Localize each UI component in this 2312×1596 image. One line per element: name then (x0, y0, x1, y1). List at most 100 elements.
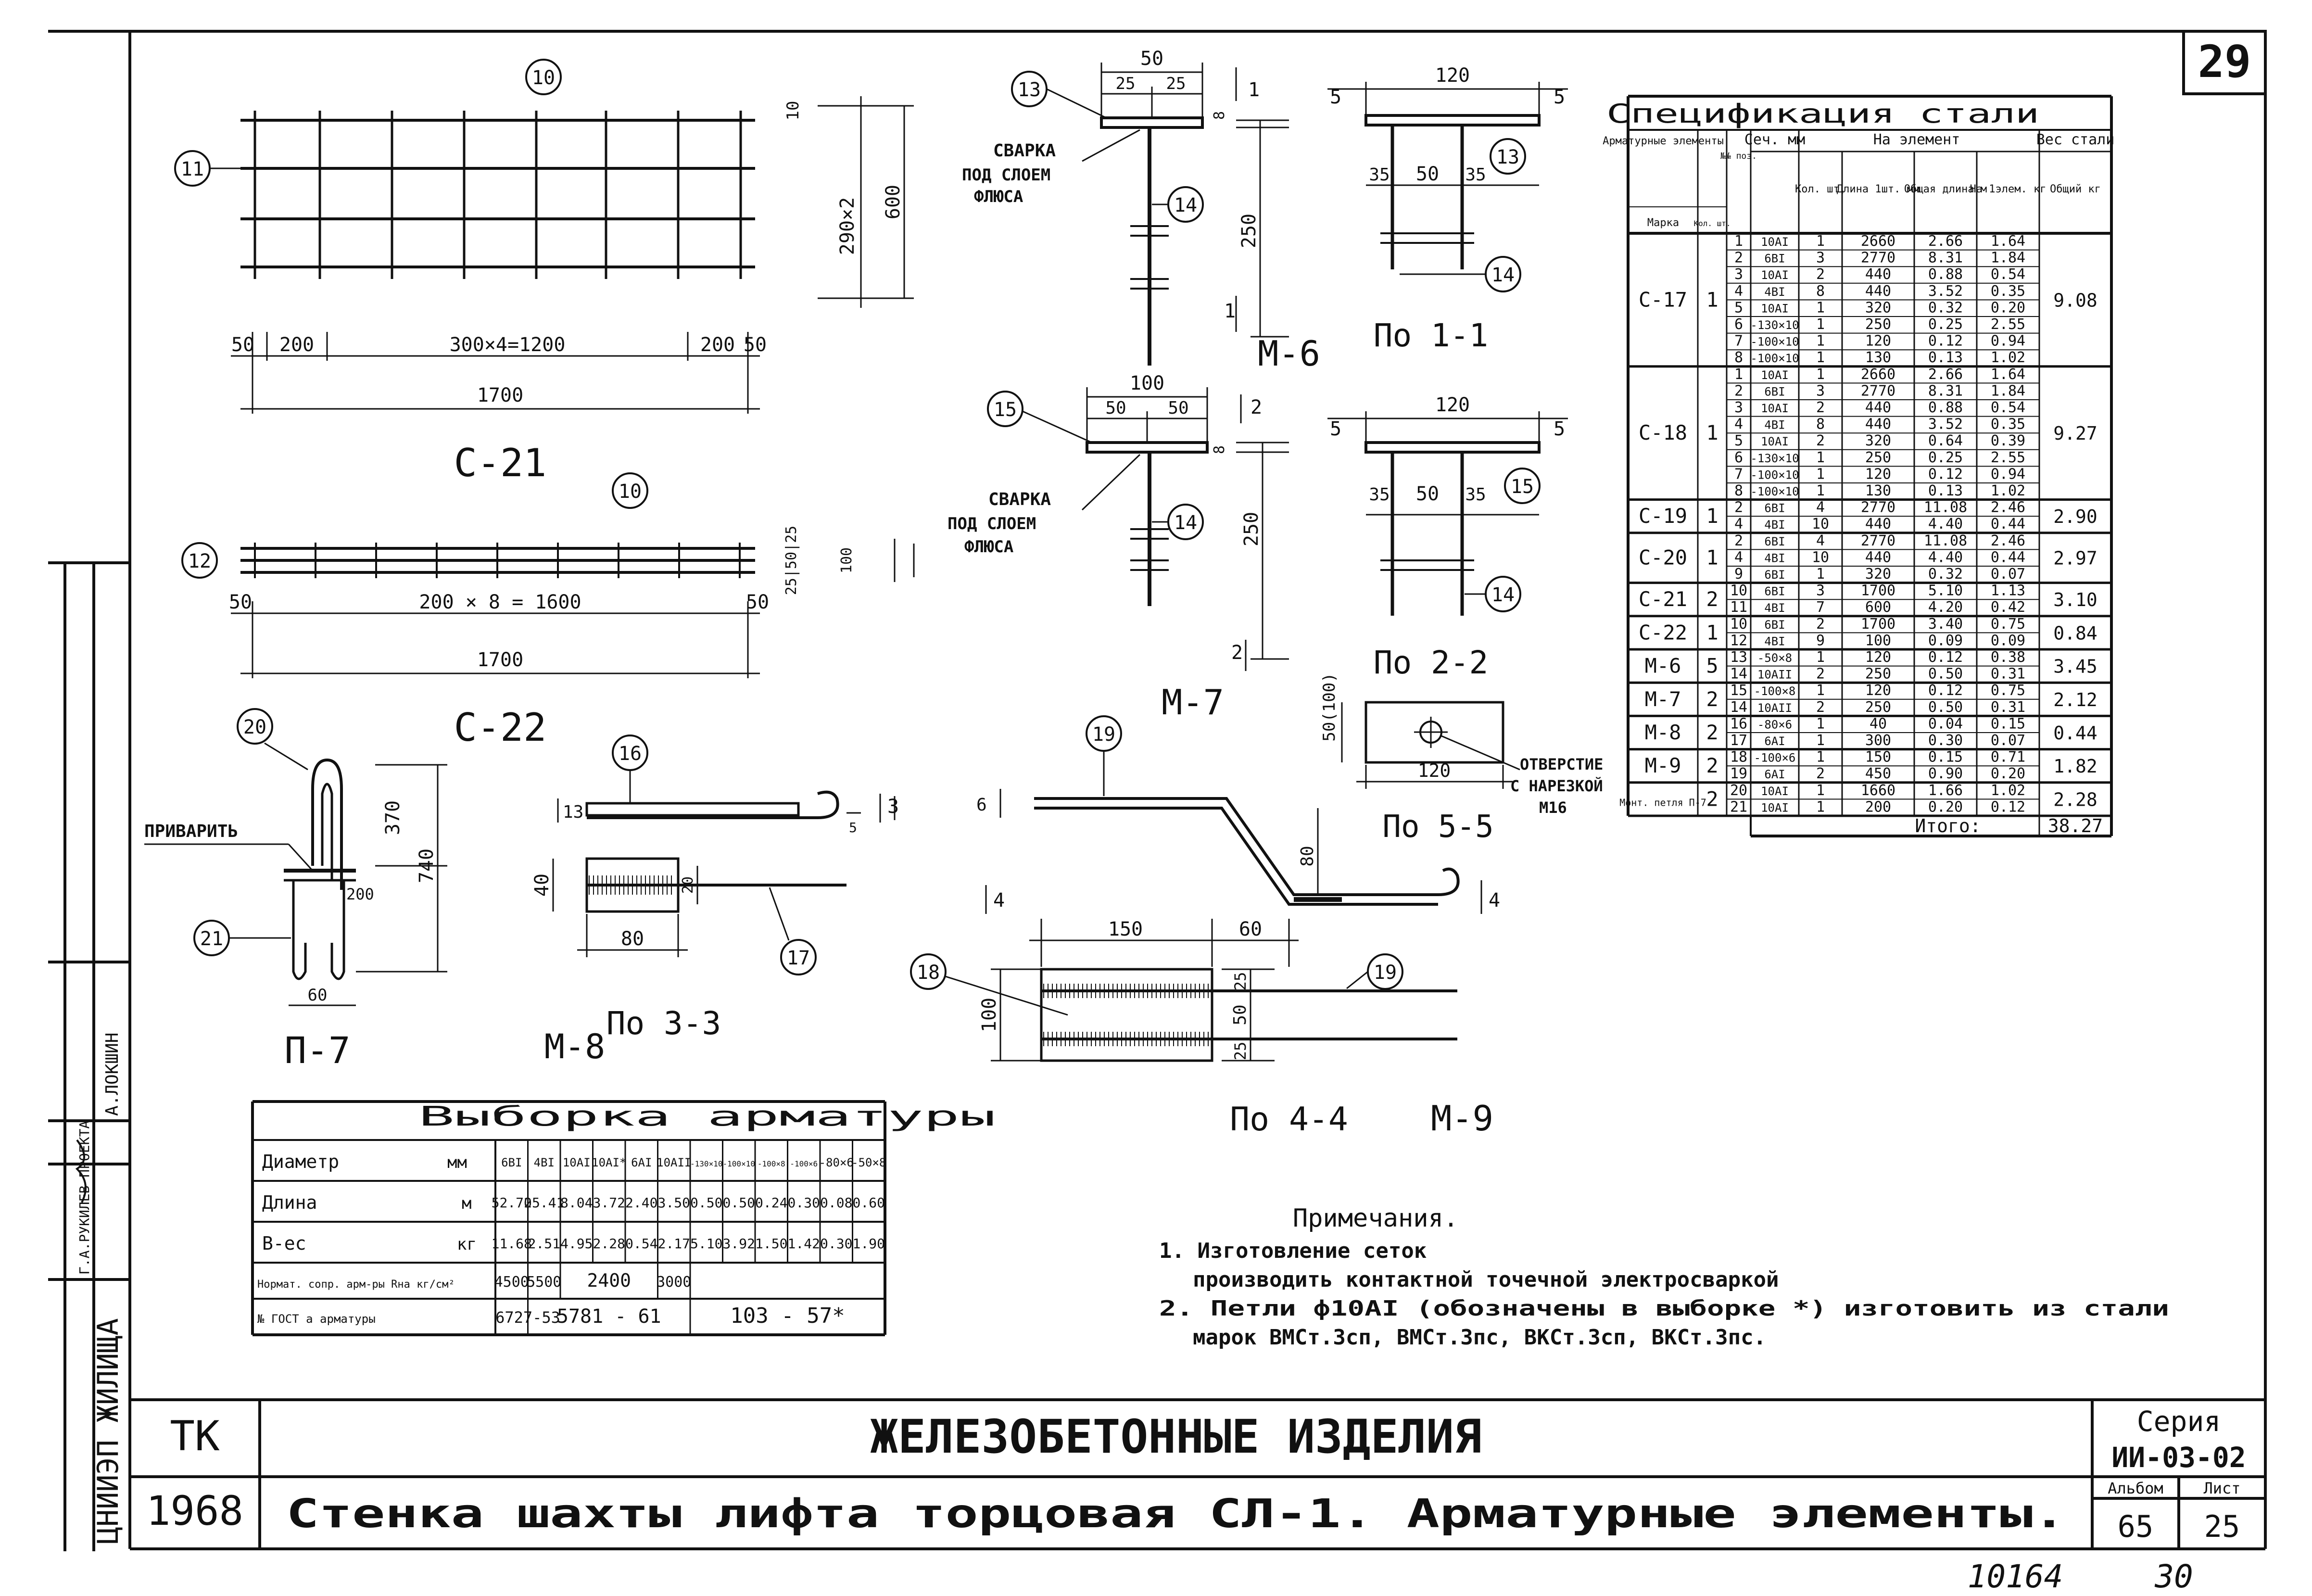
spec-total-length: 4.20 (1928, 599, 1963, 616)
spec-total-length: 0.32 (1928, 299, 1963, 316)
spec-qty: 5 (1706, 654, 1718, 678)
spec-count: 1 (1816, 682, 1825, 699)
spec-count: 1 (1816, 366, 1825, 383)
spec-weight: 1.64 (1991, 366, 2025, 383)
sel-diameter: 6AI (631, 1156, 652, 1169)
m9-dim-50: 50 (1230, 1004, 1250, 1025)
m7-sec-bottom: 2 (1231, 642, 1243, 664)
spec-count: 1 (1816, 566, 1825, 583)
spec-pos: 7 (1734, 333, 1743, 350)
m9-dim-100: 100 (978, 998, 1000, 1032)
s11-mark-plate: 13 (1496, 146, 1519, 168)
spec-pos: 18 (1730, 749, 1747, 766)
spec-h-elements: Арматурные элементы (1603, 135, 1724, 147)
m7-mark-plate: 15 (994, 399, 1017, 421)
p7-note: ПРИВАРИТЬ (144, 822, 238, 841)
spec-group-total: 2.97 (2053, 548, 2097, 569)
spec-mark: С-17 (1639, 288, 1687, 311)
s11-sec-right: 5 (1554, 86, 1565, 108)
spec-section: 10AI (1761, 368, 1789, 382)
s22-dim-50: 50 (1416, 483, 1439, 505)
spec-count: 1 (1816, 299, 1825, 316)
drawing-c21: 10 11 50 200 300×4=1200 200 50 1700 290×… (174, 59, 914, 485)
spec-length: 250 (1865, 666, 1891, 683)
spec-total-length: 3.40 (1928, 616, 1963, 633)
sel-length: 3.50 (658, 1195, 690, 1211)
m9-dim-25a: 25 (1231, 972, 1250, 991)
spec-group-total: 2.90 (2053, 506, 2097, 527)
spec-section: 10AI (1761, 402, 1789, 415)
list-label: Лист (2203, 1479, 2240, 1497)
title-main: ЖЕЛЕЗОБЕТОННЫЕ ИЗДЕЛИЯ (870, 1410, 1482, 1464)
spec-total-label: Итого: (1915, 815, 1981, 836)
m6-dim-8: 8 (1211, 111, 1228, 120)
s11-sec-left: 5 (1330, 86, 1341, 108)
stamp-number: 10164 (1968, 1558, 2063, 1595)
stamp-page: 30 (2154, 1558, 2193, 1595)
spec-h-weight: Вес стали (2036, 131, 2115, 148)
album-label: Альбом (2108, 1479, 2163, 1497)
spec-total-length: 0.30 (1928, 732, 1963, 749)
spec-weight: 1.64 (1991, 233, 2025, 250)
s55-name: По 5-5 (1382, 809, 1493, 845)
m8-sec: 3 (887, 796, 899, 818)
spec-length: 440 (1865, 549, 1891, 566)
sel-length: 0.50 (723, 1195, 755, 1211)
spec-length: 200 (1865, 798, 1891, 815)
sel-weight: 11.68 (492, 1236, 532, 1252)
spec-pos: 2 (1734, 250, 1743, 266)
sel-gost: 5781 - 61 (557, 1305, 661, 1328)
spec-length: 40 (1870, 715, 1887, 732)
sel-weight: 1.90 (853, 1236, 885, 1252)
spec-length: 2770 (1861, 250, 1895, 266)
title-year: 1968 (146, 1487, 243, 1534)
spec-section: 10AI (1761, 235, 1789, 249)
spec-qty: 2 (1706, 754, 1718, 777)
c21-mark-long: 10 (532, 67, 555, 89)
m7-dim-100: 100 (1130, 372, 1164, 394)
spec-qty: 2 (1706, 787, 1718, 811)
sheet-number: 29 (2198, 36, 2251, 88)
m8-dim-5: 5 (849, 820, 857, 836)
spec-pos: 12 (1730, 632, 1747, 649)
s55-dim-120: 120 (1418, 760, 1451, 781)
s22-dim-120: 120 (1435, 394, 1470, 416)
m9-dim-6: 6 (976, 795, 987, 815)
m8-name: М-8 (544, 1027, 605, 1066)
spec-section: -100×10 (1750, 468, 1799, 481)
spec-count: 10 (1812, 549, 1829, 566)
spec-weight: 0.38 (1991, 649, 2025, 666)
spec-weight: 0.31 (1991, 666, 2025, 683)
spec-total-value: 38.27 (2048, 815, 2103, 836)
spec-weight: 0.39 (1991, 432, 2025, 449)
c21-dim-inner: 290×2 (836, 197, 859, 255)
spec-group-total: 3.10 (2053, 589, 2097, 610)
spec-pos: 4 (1734, 283, 1743, 300)
sel-length: 0.60 (853, 1195, 885, 1211)
spec-h-mark: Марка (1647, 217, 1679, 229)
spec-length: 450 (1865, 765, 1891, 782)
spec-section: -100×8 (1754, 684, 1796, 698)
sel-title: Выборка арматуры (418, 1101, 996, 1132)
drawing-m8: 16 17 80 40 13 20 5 3 М-8 По 3-3 (531, 735, 899, 1066)
spec-h-section: Сеч. мм (1744, 131, 1805, 148)
spec-total-length: 0.50 (1928, 699, 1963, 716)
spec-length: 130 (1865, 349, 1891, 366)
spec-mark: Монт. петля П-7 (1619, 797, 1706, 808)
spec-section: -130×10 (1750, 452, 1799, 465)
spec-count: 7 (1816, 599, 1825, 616)
spec-count: 4 (1816, 499, 1825, 516)
m6-dim-25b: 25 (1166, 74, 1186, 93)
spec-total-length: 3.52 (1928, 416, 1963, 433)
s22-name: По 2-2 (1374, 644, 1488, 681)
spec-mark: С-18 (1639, 421, 1687, 444)
spec-group-total: 2.28 (2053, 789, 2097, 810)
spec-section: 10AI (1761, 435, 1789, 448)
spec-count: 1 (1816, 316, 1825, 333)
sel-diameter: 10AI* (592, 1156, 626, 1169)
spec-mark: М-9 (1645, 754, 1681, 777)
spec-section: -100×10 (1750, 352, 1799, 365)
spec-weight: 1.02 (1991, 482, 2025, 499)
m9-mark-bar: 19 (1374, 962, 1397, 984)
drawing-m6: 13 14 СВАРКА ПОД СЛОЕМ ФЛЮСА 50 25 25 8 … (962, 48, 1320, 374)
